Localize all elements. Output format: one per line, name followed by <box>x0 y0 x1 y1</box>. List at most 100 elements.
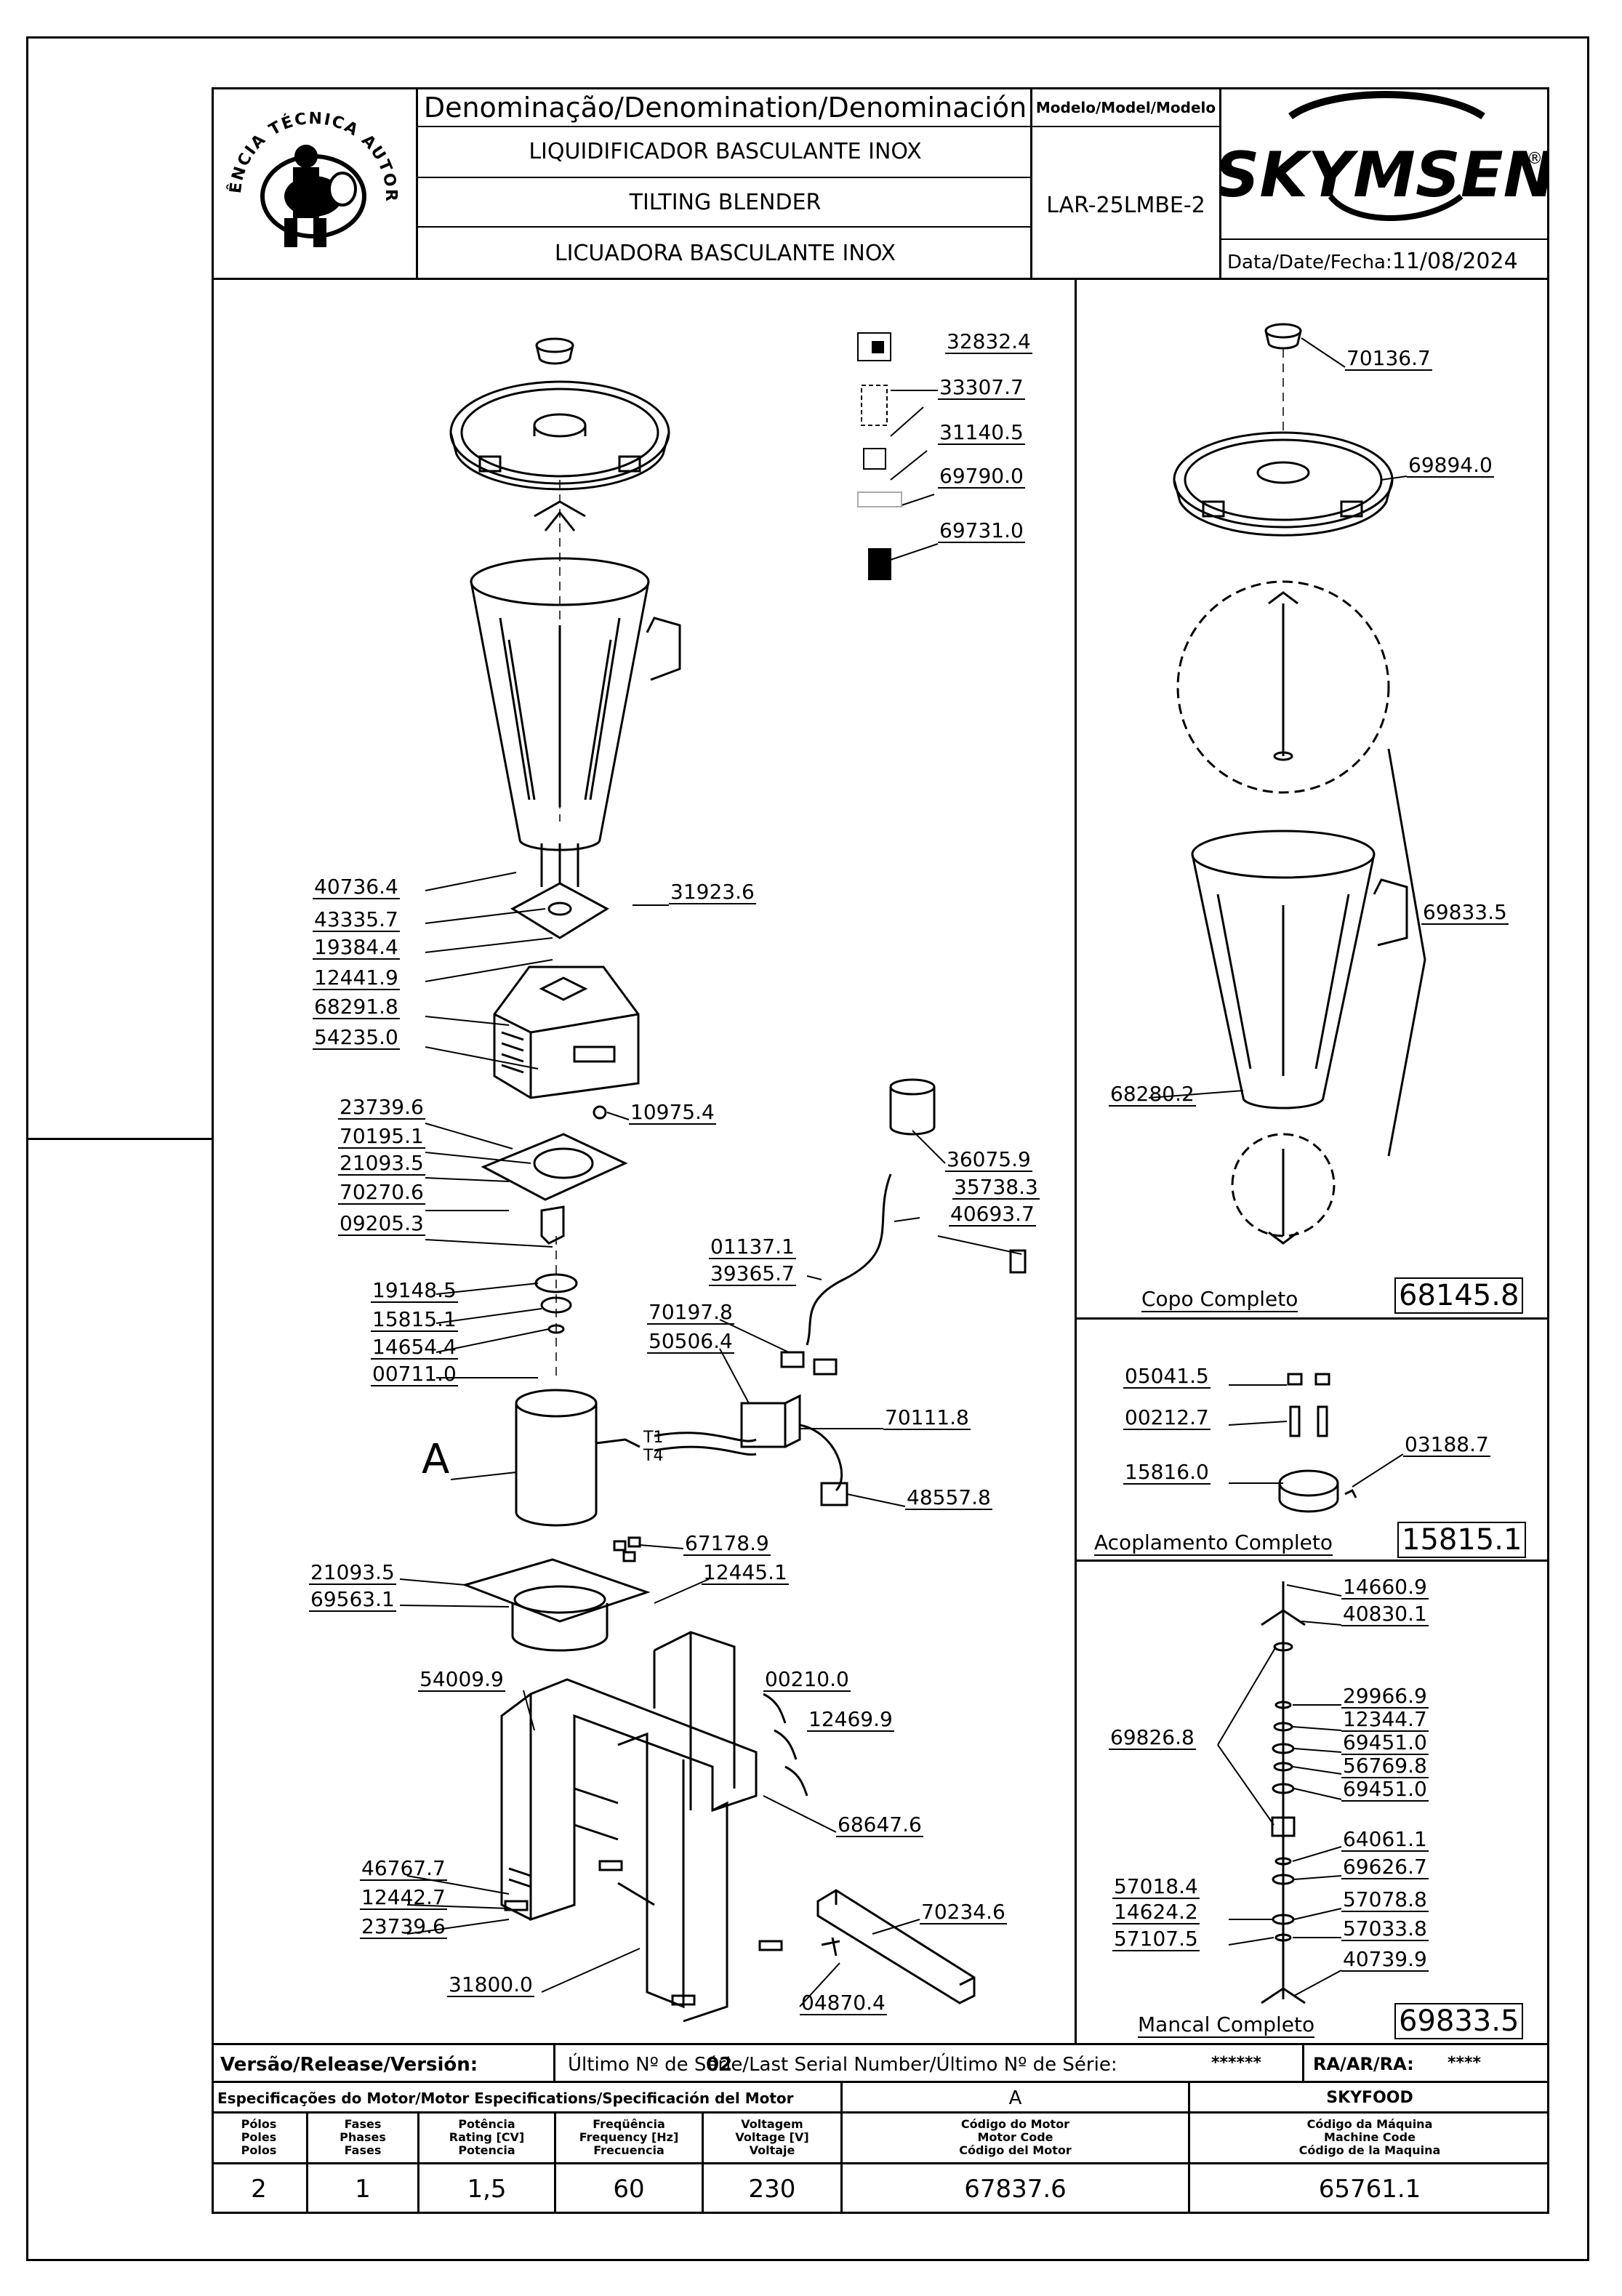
product-name-en: TILTING BLENDER <box>629 190 822 215</box>
part-label: 32832.4 <box>945 329 1032 354</box>
right-knob-part <box>1264 323 1302 339</box>
wire-harness-part <box>806 1173 892 1346</box>
part-label: 56769.8 <box>1341 1754 1429 1778</box>
part-label: 29966.9 <box>1341 1684 1429 1709</box>
part-label: 70111.8 <box>883 1405 971 1430</box>
part-label: 00711.0 <box>371 1362 458 1386</box>
product-name-es: LICUADORA BASCULANTE INOX <box>554 241 896 266</box>
brand-name: SKYMSEN <box>1221 139 1549 212</box>
stand-part <box>529 1678 758 1922</box>
part-label: 57107.5 <box>1112 1927 1200 1951</box>
part-label: 69451.0 <box>1341 1777 1429 1802</box>
part-label: 12442.7 <box>360 1885 447 1910</box>
part-label: 57033.8 <box>1341 1916 1429 1941</box>
outer-border <box>26 36 1589 2261</box>
voltage-value: 230 <box>748 2175 796 2204</box>
part-label: 48557.8 <box>905 1485 992 1510</box>
part-label: 12441.9 <box>313 966 400 990</box>
coupling-plate-part <box>510 882 610 939</box>
part-label: 19148.5 <box>371 1278 458 1303</box>
part-label: 12344.7 <box>1341 1707 1429 1732</box>
part-label: 69826.8 <box>1109 1725 1196 1750</box>
part-label: 23739.6 <box>360 1914 447 1939</box>
lid-knob-part <box>535 337 574 353</box>
part-label: 68291.8 <box>313 995 400 1019</box>
release-row: Versão/Release/Versión: 02 Último Nº de … <box>212 2043 1549 2083</box>
part-label: 09205.3 <box>338 1211 425 1236</box>
model-label: Modelo/Model/Modelo <box>1035 99 1216 116</box>
part-label: 69790.0 <box>938 464 1025 489</box>
part-label: 46767.7 <box>360 1856 447 1881</box>
part-label: 15815.1 <box>371 1307 458 1332</box>
part-label: 69894.0 <box>1407 453 1494 478</box>
serial-value: ****** <box>1211 2054 1262 2072</box>
part-label: 43335.7 <box>313 907 400 932</box>
part-label: 40830.1 <box>1341 1602 1429 1626</box>
mancal-detail-circle <box>1176 580 1390 794</box>
part-label: 40693.7 <box>949 1202 1036 1227</box>
ra-value: **** <box>1448 2054 1482 2072</box>
date-cell: Data/Date/Fecha:11/08/2024 <box>1221 240 1549 280</box>
brand-logo-box: SKYMSEN ® <box>1214 87 1556 240</box>
frequency-value: 60 <box>613 2175 645 2204</box>
part-label: 57078.8 <box>1341 1887 1429 1912</box>
part-label: 31923.6 <box>669 880 756 904</box>
label-part-icon <box>863 448 886 470</box>
part-label: 68280.2 <box>1109 1082 1196 1107</box>
part-label: 70234.6 <box>920 1900 1007 1924</box>
model-value-cell: LAR-25LMBE-2 <box>1032 127 1221 280</box>
part-label: 40736.4 <box>313 875 400 899</box>
name-en-cell: TILTING BLENDER <box>418 178 1032 228</box>
part-label: 21093.5 <box>309 1560 396 1585</box>
skymsen-logo-icon: SKYMSEN ® <box>1214 91 1556 221</box>
part-label: 01137.1 <box>709 1235 796 1259</box>
margin-tick <box>26 1138 212 1140</box>
mancal-assembly-title: Mancal Completo <box>1138 2012 1315 2038</box>
motor-column-header: A <box>1008 2087 1022 2109</box>
acoplamento-assembly-title: Acoplamento Completo <box>1094 1530 1333 1556</box>
drawing-frame <box>212 87 1549 2214</box>
part-label: 70195.1 <box>338 1124 425 1149</box>
part-label: 31800.0 <box>447 1972 534 1997</box>
part-label: 31140.5 <box>938 420 1025 445</box>
brand-column-header: SKYFOOD <box>1326 2089 1413 2107</box>
part-label: 69563.1 <box>309 1587 396 1612</box>
ra-label: RA/AR/RA: <box>1313 2054 1414 2074</box>
part-label: 50506.4 <box>647 1329 734 1354</box>
acoplamento-assembly-code: 15815.1 <box>1397 1522 1527 1558</box>
part-label: 67178.9 <box>683 1531 771 1556</box>
manual-part-icon <box>857 332 891 361</box>
part-label: 70136.7 <box>1345 346 1432 371</box>
denomination-title-cell: Denominação/Denomination/Denominación <box>418 87 1032 127</box>
spec-values-row: 2 1 1,5 60 230 67837.6 65761.1 <box>212 2164 1549 2214</box>
poles-value: 2 <box>251 2175 267 2204</box>
motor-spec-label: Especificações do Motor/Motor Especifica… <box>217 2090 794 2107</box>
part-label: 33307.7 <box>938 375 1025 400</box>
model-value: LAR-25LMBE-2 <box>1046 193 1205 218</box>
document-part-icon <box>861 385 888 426</box>
name-pt-cell: LIQUIDIFICADOR BASCULANTE INOX <box>418 127 1032 178</box>
part-label: 23739.6 <box>338 1095 425 1120</box>
lid-part <box>449 380 670 485</box>
coupling-detail-part <box>1278 1469 1339 1497</box>
capacitor-part <box>889 1078 936 1096</box>
part-label: 69451.0 <box>1341 1730 1429 1755</box>
machine-code-value: 65761.1 <box>1318 2175 1421 2204</box>
sticker-part-icon <box>857 491 902 507</box>
part-label: 14660.9 <box>1341 1575 1429 1599</box>
part-label: 57018.4 <box>1112 1874 1200 1899</box>
part-label: 00210.0 <box>763 1667 851 1692</box>
right-lid-part <box>1173 431 1394 529</box>
part-label: 04870.4 <box>800 1991 887 2015</box>
part-label: 35738.3 <box>952 1175 1040 1200</box>
mancal-assembly-code: 69833.5 <box>1394 2003 1524 2039</box>
copo-assembly-code: 68145.8 <box>1394 1277 1524 1314</box>
part-label: 54009.9 <box>418 1667 505 1692</box>
